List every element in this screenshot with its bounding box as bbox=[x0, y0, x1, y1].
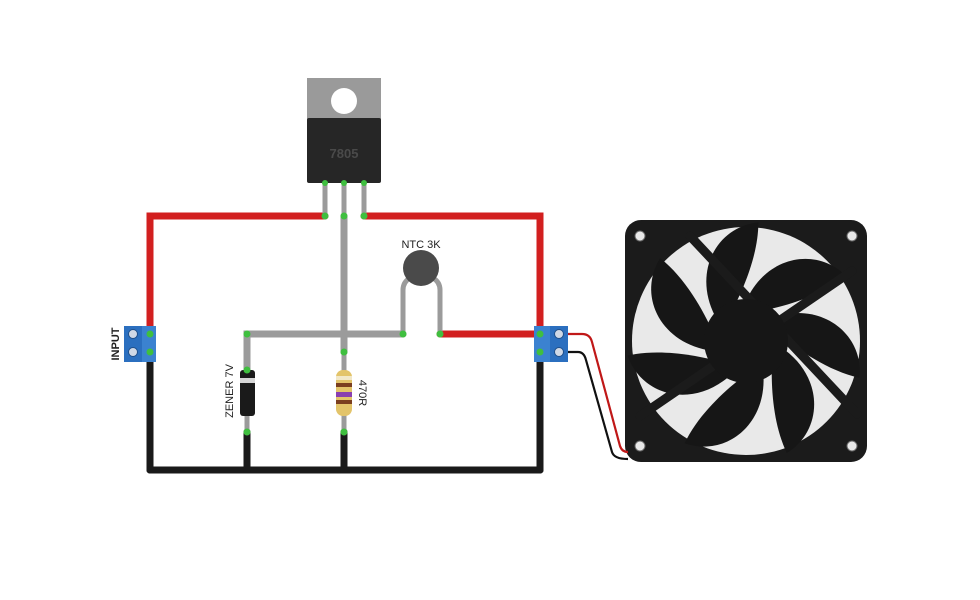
ground-junctions bbox=[146, 466, 544, 474]
resistor-label: 470R bbox=[356, 380, 368, 406]
zener-label: ZENER 7V bbox=[224, 363, 236, 417]
resistor-470r: 470R bbox=[336, 352, 368, 432]
fan-blades bbox=[627, 222, 860, 454]
zener-diode: ZENER 7V bbox=[224, 363, 255, 432]
cooling-fan bbox=[625, 220, 867, 462]
regulator-mount-hole bbox=[331, 88, 357, 114]
fan-positive-lead bbox=[567, 332, 629, 454]
regulator-label: 7805 bbox=[330, 146, 359, 161]
regulator-body bbox=[307, 118, 381, 183]
fan-hub bbox=[704, 299, 788, 383]
thermistor-label: NTC 3K bbox=[401, 239, 441, 251]
signal-net bbox=[243, 212, 407, 374]
fan-mount-holes bbox=[634, 230, 858, 452]
positive-corners bbox=[146, 212, 544, 220]
fan-negative-lead bbox=[567, 350, 629, 461]
input-terminal-label: INPUT bbox=[110, 327, 122, 360]
thermistor-bead bbox=[403, 250, 439, 286]
regulator-pins bbox=[322, 183, 367, 216]
ntc-thermistor: NTC 3K bbox=[400, 239, 443, 334]
zener-body bbox=[240, 370, 255, 416]
zener-cathode-band bbox=[240, 378, 255, 383]
junction-nodes bbox=[146, 180, 544, 436]
voltage-regulator-7805: 7805 bbox=[307, 78, 381, 216]
